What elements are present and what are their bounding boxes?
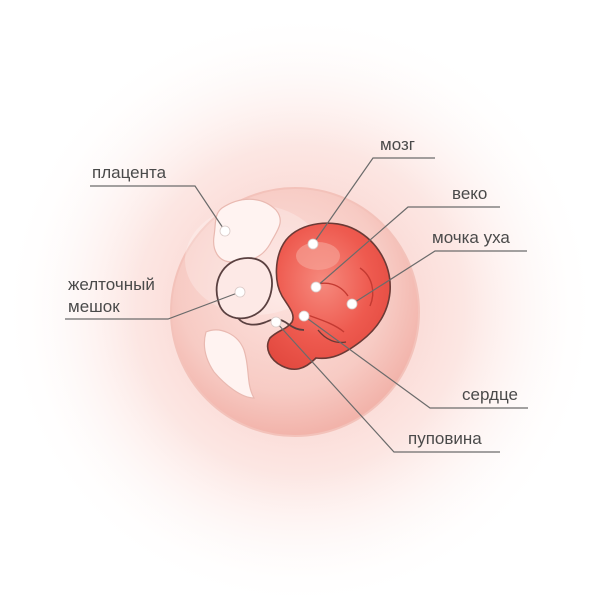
marker-ear bbox=[346, 298, 358, 310]
yolk-sac bbox=[215, 257, 273, 320]
leader-cord bbox=[275, 321, 500, 453]
markers bbox=[219, 225, 358, 328]
marker-brain bbox=[307, 238, 319, 250]
embryo-fold-3 bbox=[359, 267, 374, 307]
marker-cord bbox=[270, 316, 282, 328]
placenta-tissue-lower bbox=[203, 329, 256, 399]
label-umbilical-cord: пуповина bbox=[408, 429, 482, 448]
label-ear-lobe: мочка уха bbox=[432, 228, 510, 247]
label-placenta: плацента bbox=[92, 163, 167, 182]
leader-yolk bbox=[65, 291, 241, 320]
label-brain: мозг bbox=[380, 135, 415, 154]
embryo-highlight bbox=[296, 242, 340, 270]
label-heart: сердце bbox=[462, 385, 518, 404]
leader-brain bbox=[312, 157, 435, 245]
marker-heart bbox=[298, 310, 310, 322]
label-yolk-sac-line2: мешок bbox=[68, 297, 120, 316]
marker-placenta bbox=[219, 225, 231, 237]
leader-eyelid bbox=[315, 206, 500, 288]
yolk-stalk bbox=[237, 317, 267, 326]
marker-yolk bbox=[234, 286, 246, 298]
embryo-limb bbox=[317, 329, 347, 344]
leader-heart bbox=[303, 315, 528, 409]
label-eyelid: веко bbox=[452, 184, 487, 203]
marker-eyelid bbox=[310, 281, 322, 293]
label-yolk-sac-line1: желточный bbox=[68, 275, 155, 294]
leader-lines bbox=[65, 157, 528, 453]
leader-placenta bbox=[90, 185, 226, 232]
leader-ear bbox=[351, 250, 527, 305]
